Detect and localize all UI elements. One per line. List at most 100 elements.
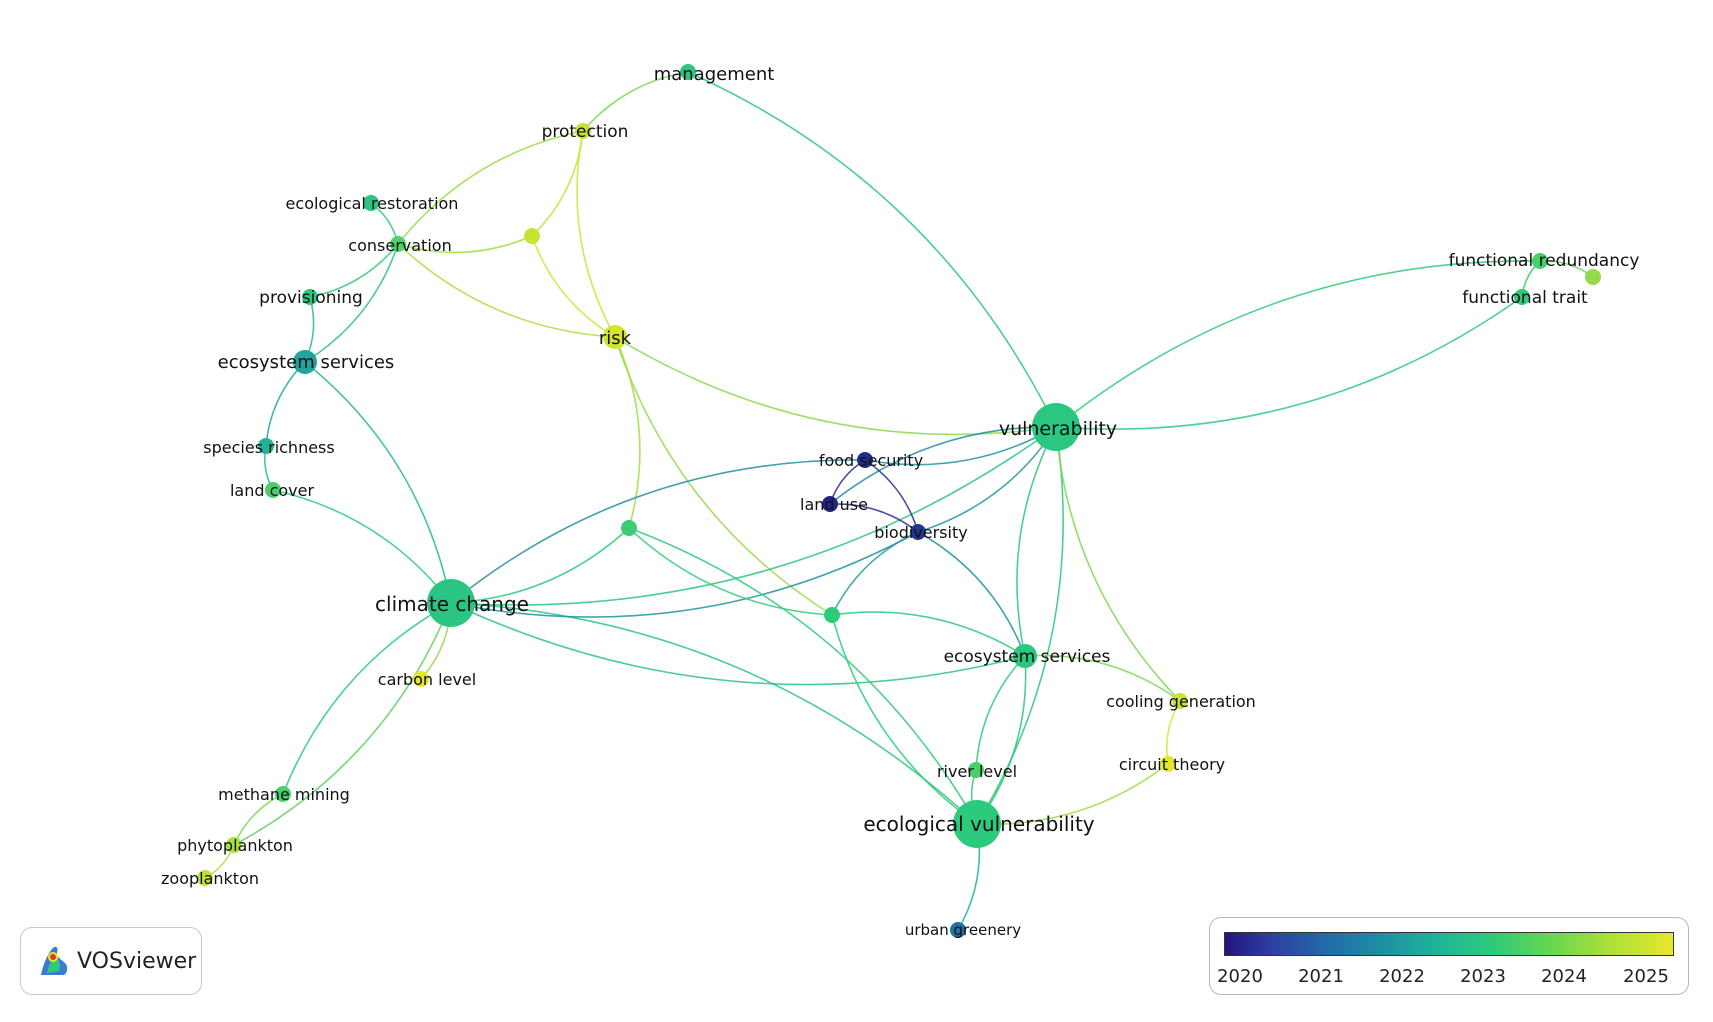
node-ecological_vulnerability[interactable] <box>953 800 1001 848</box>
link-conservation-provisioning <box>309 243 399 298</box>
node-ecological_restoration[interactable] <box>363 195 379 211</box>
link-vulnerability-ecological_vulnerability <box>976 426 1064 825</box>
node-cooling_generation[interactable] <box>1172 693 1188 709</box>
node-label-species_richness: species richness <box>203 438 334 457</box>
node-label-methane_mining: methane mining <box>218 785 350 804</box>
node-unlabeled_yellow[interactable] <box>524 228 540 244</box>
link-vulnerability-functional_redundancy <box>1055 260 1541 428</box>
legend-tick-2022: 2022 <box>1379 966 1425 987</box>
legend-tick-2025: 2025 <box>1623 966 1669 987</box>
links-layer <box>204 71 1594 931</box>
node-phytoplankton[interactable] <box>226 837 242 853</box>
node-ecosystem_services_a[interactable] <box>293 350 317 374</box>
link-climate_change-ecosystem_services_b <box>450 602 1026 686</box>
node-label-vulnerability: vulnerability <box>999 418 1117 440</box>
link-unlabeled_yellow-risk <box>531 235 616 338</box>
link-food_security-biodiversity <box>864 459 919 533</box>
link-climate_change-biodiversity <box>450 531 919 618</box>
node-label-conservation: conservation <box>348 236 451 255</box>
node-label-risk: risk <box>599 328 632 349</box>
vosviewer-logo-icon <box>41 946 68 975</box>
year-color-legend: 2020 2021 2022 2023 2024 2025 <box>1209 917 1689 995</box>
link-ecosystem_services_a-climate_change <box>304 361 452 604</box>
link-risk-vulnerability <box>614 336 1057 436</box>
link-climate_change-unlabeled_green_mid <box>450 527 630 604</box>
link-unlabeled_green_mid-ecological_vulnerability <box>628 527 978 825</box>
node-label-carbon_level: carbon level <box>378 670 476 689</box>
link-protection-conservation <box>397 130 584 245</box>
link-unlabeled_green_low-ecological_vulnerability <box>831 614 978 825</box>
node-label-protection: protection <box>542 122 629 142</box>
link-land_cover-climate_change <box>272 489 452 604</box>
node-label-functional_trait: functional trait <box>1462 288 1588 308</box>
node-label-phytoplankton: phytoplankton <box>177 836 293 855</box>
link-conservation-ecosystem_services_a <box>304 243 399 363</box>
node-unlabeled_green_mid[interactable] <box>621 520 637 536</box>
node-risk[interactable] <box>603 325 627 349</box>
link-climate_change-methane_mining <box>282 602 452 795</box>
node-label-cooling_generation: cooling generation <box>1106 692 1256 711</box>
node-label-land_cover: land cover <box>230 481 315 500</box>
node-label-circuit_theory: circuit theory <box>1119 755 1225 774</box>
node-biodiversity[interactable] <box>910 524 926 540</box>
link-protection-risk <box>576 130 616 338</box>
node-unlabeled_green_low[interactable] <box>824 607 840 623</box>
node-functional_redundancy[interactable] <box>1532 253 1548 269</box>
node-label-river_level: river level <box>937 762 1017 781</box>
link-ecosystem_services_b-ecological_vulnerability <box>976 655 1027 825</box>
node-provisioning[interactable] <box>302 289 318 305</box>
node-label-provisioning: provisioning <box>259 288 363 308</box>
node-label-urban_greenery: urban greenery <box>905 921 1021 939</box>
node-conservation[interactable] <box>390 236 406 252</box>
link-management-vulnerability <box>687 71 1057 428</box>
nodes-layer <box>197 64 1601 938</box>
link-unlabeled_green_low-ecosystem_services_b <box>831 611 1026 657</box>
vosviewer-logo: VOSviewer <box>20 927 202 995</box>
link-vulnerability-functional_trait <box>1055 296 1523 430</box>
node-vulnerability[interactable] <box>1032 403 1080 451</box>
legend-tick-2024: 2024 <box>1541 966 1587 987</box>
link-conservation-unlabeled_yellow <box>397 235 533 254</box>
node-label-climate_change: climate change <box>375 592 529 616</box>
node-unlabeled_lime[interactable] <box>1585 269 1601 285</box>
node-species_richness[interactable] <box>258 438 274 454</box>
link-conservation-risk <box>397 243 616 338</box>
vosviewer-brand-name: VOSviewer <box>77 948 197 974</box>
link-ecosystem_services_b-river_level <box>975 655 1026 771</box>
link-climate_change-phytoplankton <box>233 602 452 846</box>
legend-gradient-bar <box>1224 932 1674 956</box>
node-food_security[interactable] <box>857 452 873 468</box>
legend-tick-2020: 2020 <box>1217 966 1263 987</box>
link-vulnerability-cooling_generation <box>1055 426 1181 702</box>
node-protection[interactable] <box>575 123 591 139</box>
link-protection-unlabeled_yellow <box>531 130 584 237</box>
link-climate_change-ecological_vulnerability <box>450 602 978 825</box>
node-label-zooplankton: zooplankton <box>161 869 259 888</box>
node-ecosystem_services_b[interactable] <box>1013 644 1037 668</box>
node-label-biodiversity: biodiversity <box>874 523 967 542</box>
link-management-protection <box>582 71 689 132</box>
node-label-functional_redundancy: functional redundancy <box>1449 251 1640 271</box>
node-river_level[interactable] <box>968 762 984 778</box>
node-circuit_theory[interactable] <box>1160 756 1176 772</box>
node-management[interactable] <box>680 64 696 80</box>
node-methane_mining[interactable] <box>275 786 291 802</box>
node-label-ecological_vulnerability: ecological vulnerability <box>863 812 1094 836</box>
node-climate_change[interactable] <box>427 579 475 627</box>
link-vulnerability-land_use <box>829 426 1057 505</box>
link-food_security-climate_change <box>450 459 866 604</box>
link-biodiversity-ecosystem_services_b <box>917 531 1026 657</box>
node-functional_trait[interactable] <box>1514 289 1530 305</box>
node-urban_greenery[interactable] <box>950 922 966 938</box>
node-land_use[interactable] <box>822 496 838 512</box>
link-unlabeled_green_mid-unlabeled_green_low <box>628 527 833 616</box>
node-zooplankton[interactable] <box>197 870 213 886</box>
link-risk-unlabeled_green_low <box>614 336 833 616</box>
node-label-land_use: land use <box>800 495 868 514</box>
link-vulnerability-biodiversity <box>917 426 1057 533</box>
node-carbon_level[interactable] <box>413 671 429 687</box>
node-land_cover[interactable] <box>265 482 281 498</box>
legend-tick-2021: 2021 <box>1298 966 1344 987</box>
